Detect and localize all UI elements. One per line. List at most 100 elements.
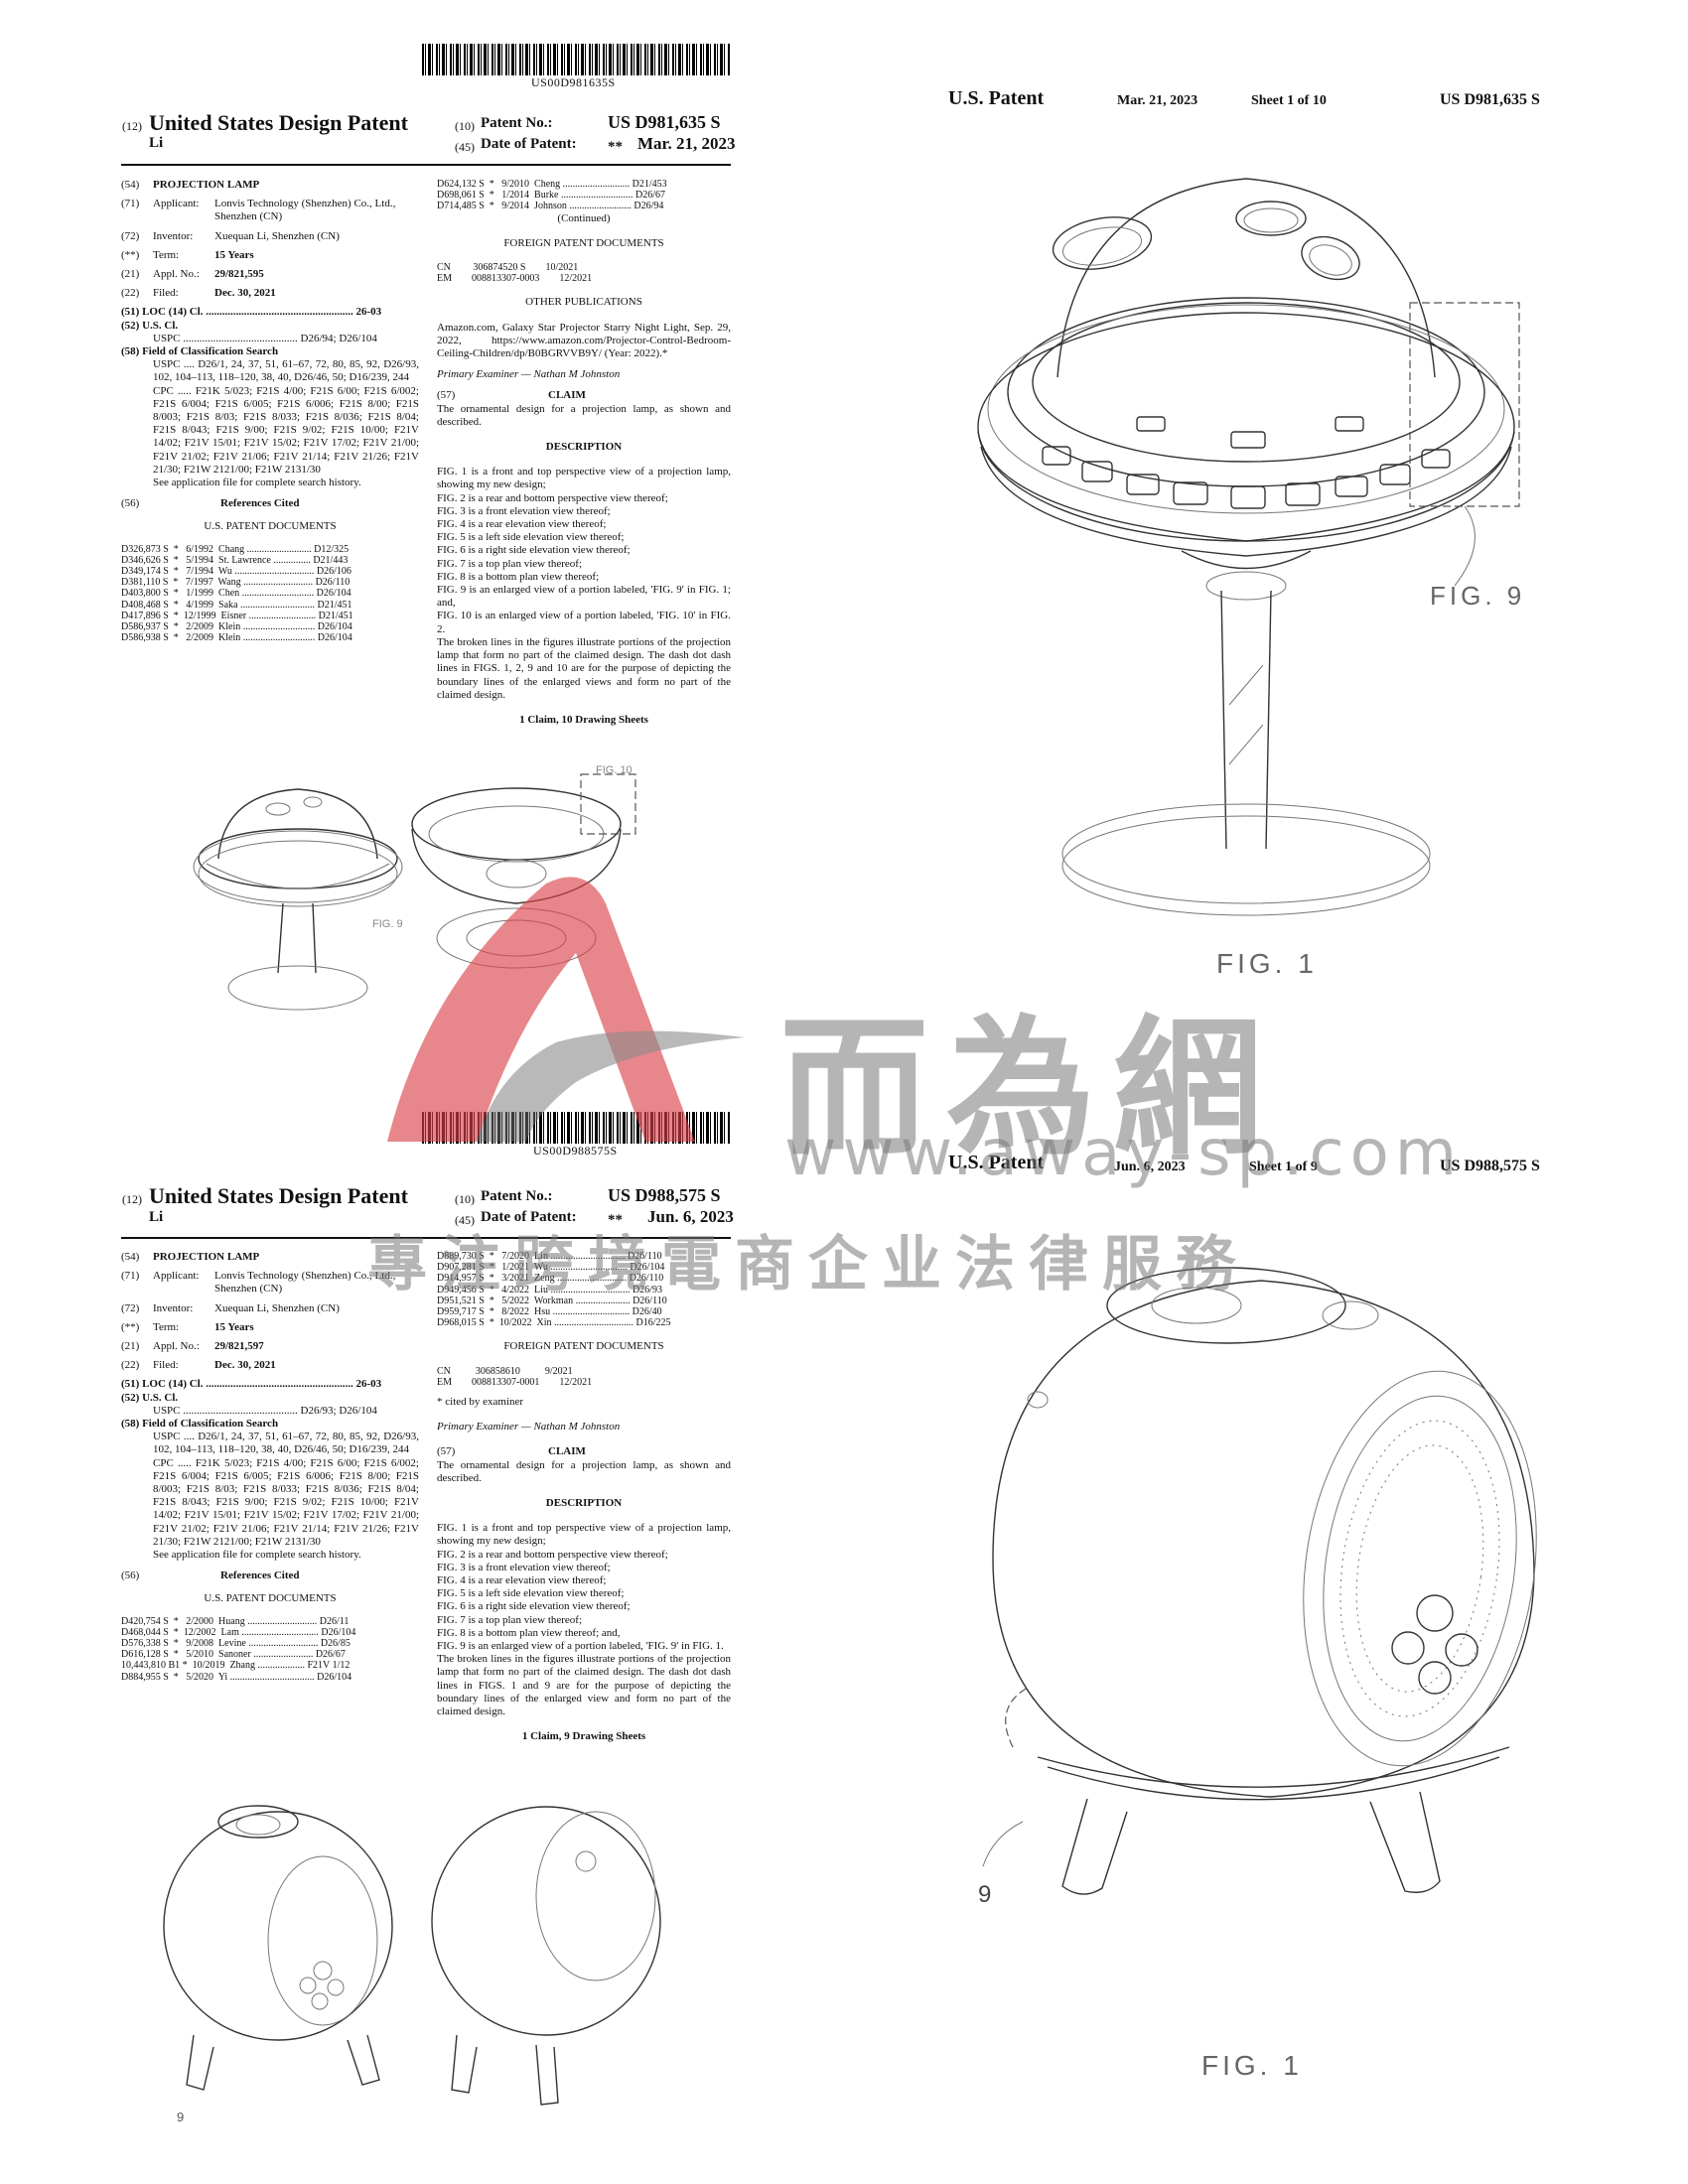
biblio-value: PROJECTION LAMP <box>153 179 260 191</box>
patent-title: United States Design Patent <box>149 110 408 135</box>
thumb-fig9-label: FIG. 9 <box>372 918 403 930</box>
watermark-chinese: 而為網 <box>779 1003 1281 1175</box>
biblio-key: Applicant: <box>153 198 200 210</box>
legs <box>1061 1791 1441 1895</box>
fig9-label: FIG. 9 <box>1430 581 1526 611</box>
search-note: See application file for complete search… <box>153 477 361 489</box>
barcode-number: US00D981635S <box>531 75 616 89</box>
date-label: Date of Patent: <box>481 136 577 152</box>
biblio-num: (**) <box>121 248 140 261</box>
refs-label: (56) <box>121 1570 140 1582</box>
biblio-key: Appl. No.: <box>153 268 200 281</box>
label-12-2: (12) <box>122 1192 142 1206</box>
us-cl-value: USPC ...................................… <box>153 1404 377 1417</box>
sheet2-header-left: U.S. Patent <box>948 1152 1045 1173</box>
loc-class: (51) LOC (14) Cl. ......................… <box>121 1378 382 1391</box>
us-cl-heading: (52) U.S. Cl. <box>121 319 179 332</box>
ball-lamp-thumbnail-rear <box>431 1806 661 2106</box>
ball-lamp-thumbnail-front <box>163 1805 393 2091</box>
description-text: FIG. 1 is a front and top perspective vi… <box>437 1522 731 1718</box>
label-10: (10) <box>455 119 475 133</box>
other-pubs-heading: OTHER PUBLICATIONS <box>525 296 642 309</box>
fig-ref-9: 9 <box>978 1881 996 1908</box>
watermark-slogan: 專注跨境電商企业法律服務 <box>367 1230 1249 1299</box>
inventor-short: Li <box>149 135 164 151</box>
foreign-list: CN 306874520 S 10/2021 EM 008813307-0003… <box>437 262 593 285</box>
biblio-num: (71) <box>121 198 140 210</box>
patent-number-2: US D988,575 S <box>608 1185 721 1205</box>
biblio-num: (71) <box>121 1270 140 1283</box>
sheet-header-sheet: Sheet 1 of 10 <box>1251 93 1327 108</box>
watermark-logo <box>387 877 745 1142</box>
claim-label: (57) <box>437 389 456 402</box>
claims-count: 1 Claim, 9 Drawing Sheets <box>521 1730 646 1743</box>
biblio-key: Term: <box>153 248 180 261</box>
patent-title-2: United States Design Patent <box>149 1183 408 1208</box>
sheet2-header-sheet: Sheet 1 of 9 <box>1249 1160 1318 1174</box>
biblio-column-2: D624,132 S * 9/2010 Cheng ..............… <box>437 179 731 727</box>
patent-number: US D981,635 S <box>608 112 721 132</box>
biblio-value: Lonvis Technology (Shenzhen) Co., Ltd., … <box>214 1270 396 1296</box>
patent2-thumbnail-drawings <box>163 1805 661 2106</box>
field-search-heading: (58) Field of Classification Search <box>121 1418 279 1431</box>
biblio-key: Inventor: <box>153 1301 194 1314</box>
saucer-buttons <box>1042 416 1451 509</box>
claim-text: The ornamental design for a projection l… <box>437 402 731 428</box>
foreign-heading: FOREIGN PATENT DOCUMENTS <box>503 236 664 249</box>
label-45: (45) <box>455 140 475 154</box>
detail-circle-9 <box>982 1687 1029 1867</box>
ufo-lamp-drawing <box>977 178 1520 916</box>
saucer-ring <box>977 297 1515 557</box>
ball-body <box>992 1267 1535 1801</box>
foreign-heading: FOREIGN PATENT DOCUMENTS <box>503 1340 664 1353</box>
us-docs-list: D420,754 S * 2/2000 Huang ..............… <box>121 1615 356 1683</box>
biblio-num: (54) <box>121 179 140 191</box>
biblio-key: Filed: <box>153 287 179 300</box>
description-heading: DESCRIPTION <box>545 1497 623 1510</box>
cited-by-examiner: * cited by examiner <box>437 1396 524 1409</box>
us-docs-list: D326,873 S * 6/1992 Chang ..............… <box>121 543 353 644</box>
biblio-num: (22) <box>121 1359 140 1372</box>
fig1-label-sheet1: FIG. 1 <box>1216 948 1318 979</box>
header-rule-2 <box>121 1237 731 1239</box>
biblio-value: Dec. 30, 2021 <box>214 1359 276 1372</box>
biblio-value: Dec. 30, 2021 <box>214 287 276 300</box>
primary-examiner: Primary Examiner — Nathan M Johnston <box>437 368 621 381</box>
patent-date-2: Jun. 6, 2023 <box>647 1207 734 1226</box>
biblio-num: (**) <box>121 1320 140 1333</box>
biblio-num: (72) <box>121 229 140 242</box>
dome <box>1052 178 1436 378</box>
claim-heading: CLAIM <box>548 389 586 402</box>
us-docs-heading: U.S. PATENT DOCUMENTS <box>204 1592 337 1605</box>
biblio-key: Inventor: <box>153 229 194 242</box>
claim-heading: CLAIM <box>548 1445 586 1458</box>
label-10-2: (10) <box>455 1192 475 1206</box>
biblio-value: Lonvis Technology (Shenzhen) Co., Ltd., … <box>214 198 396 223</box>
us-cl-heading: (52) U.S. Cl. <box>121 1391 179 1404</box>
loc-class: (51) LOC (14) Cl. ......................… <box>121 306 382 319</box>
biblio-num: (21) <box>121 268 140 281</box>
biblio-value: 29/821,597 <box>214 1340 264 1353</box>
date-stars-2: ** <box>608 1212 623 1228</box>
patent-no-label: Patent No.: <box>481 115 553 131</box>
right-docs-list: D624,132 S * 9/2010 Cheng ..............… <box>437 179 667 212</box>
header-rule <box>121 164 731 166</box>
foreign-list: CN 306858610 9/2021 EM 008813307-0001 12… <box>437 1365 593 1388</box>
continued-note: (Continued) <box>557 211 611 224</box>
barcode <box>422 44 730 75</box>
biblio-num: (54) <box>121 1251 140 1263</box>
barcode-number-2: US00D988575S <box>533 1144 618 1158</box>
sheet2-header-date: Jun. 6, 2023 <box>1114 1160 1186 1174</box>
stem-and-base <box>1061 550 1431 916</box>
patent-date: Mar. 21, 2023 <box>637 134 736 153</box>
biblio2-column-2: D889,730 S * 7/2020 Lin ................… <box>437 1251 731 1744</box>
sheet-header-left: U.S. Patent <box>948 87 1045 109</box>
fig1-label-sheet2: FIG. 1 <box>1201 2050 1303 2081</box>
field-search-text: USPC .... D26/1, 24, 37, 51, 61–67, 72, … <box>153 1431 419 1548</box>
refs-label: (56) <box>121 497 140 510</box>
control-buttons <box>1391 1594 1478 1695</box>
thumb-ref-9: 9 <box>177 2110 185 2124</box>
thumb-fig10-label: FIG. 10 <box>596 764 633 776</box>
label-45-2: (45) <box>455 1213 475 1227</box>
biblio-key: Appl. No.: <box>153 1340 200 1353</box>
